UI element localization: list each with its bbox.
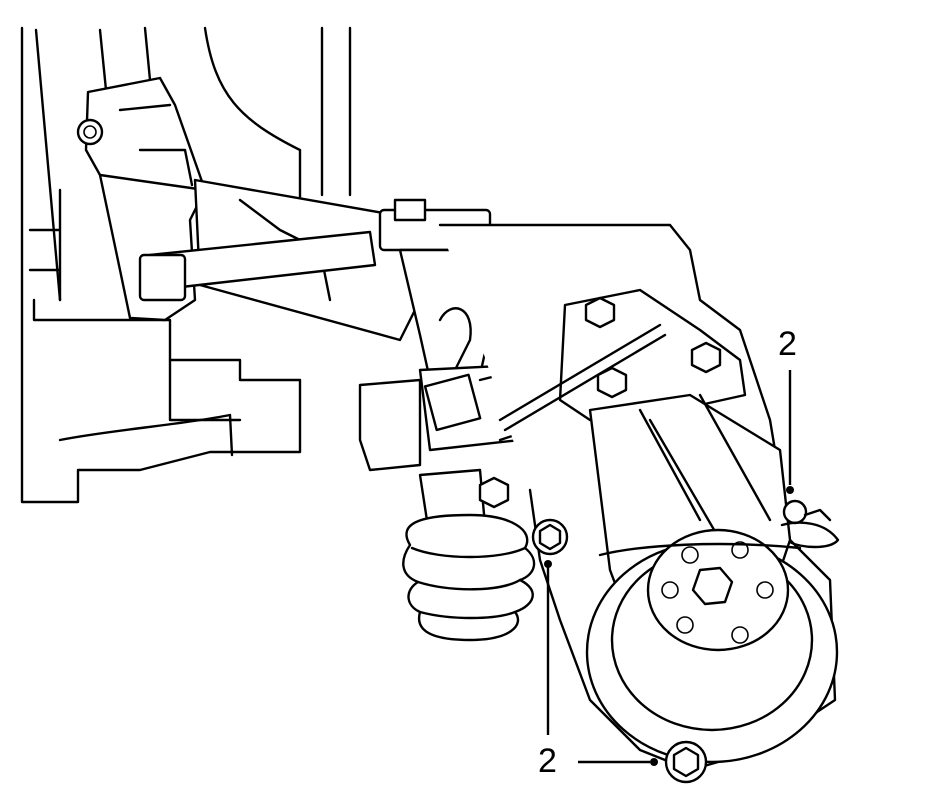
round-mount-bushing bbox=[585, 528, 839, 764]
callout-top-right: 2 bbox=[778, 325, 797, 494]
bolt-hex-4 bbox=[478, 476, 510, 509]
bolt-hex-1 bbox=[584, 296, 616, 329]
nut-bottom bbox=[664, 740, 708, 784]
torque-rod bbox=[138, 178, 492, 342]
callout-label: 2 bbox=[778, 325, 797, 363]
nut-left bbox=[531, 518, 569, 556]
callout-label: 2 bbox=[538, 742, 557, 780]
drive-shaft-boot bbox=[402, 468, 536, 642]
callout-bottom-left: 2 bbox=[538, 560, 658, 780]
bolt-hex-2 bbox=[690, 341, 722, 374]
nut-top-right bbox=[780, 499, 840, 549]
bracket-bolts bbox=[478, 296, 722, 509]
bolt-hex-3 bbox=[596, 366, 628, 399]
callout-nuts bbox=[531, 499, 840, 784]
